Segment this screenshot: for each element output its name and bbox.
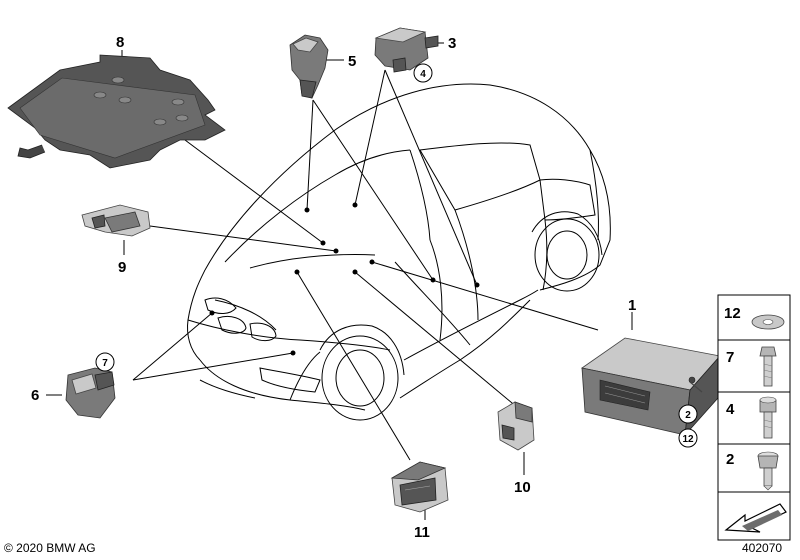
- circled-references: 4 7 2 12: [95, 63, 698, 448]
- panel-label-12: 12: [724, 305, 741, 322]
- part-6-sensor: [65, 367, 116, 419]
- panel-label-7: 7: [726, 349, 734, 366]
- part-5-crash-sensor: [289, 34, 329, 99]
- panel-label-4: 4: [726, 401, 735, 418]
- callout-9: 9: [118, 259, 126, 276]
- circled-ref-12: 12: [682, 434, 694, 445]
- part-3-sensor: [374, 27, 439, 73]
- copyright: © 2020 BMW AG: [4, 541, 96, 555]
- part-8-seat-mat: [7, 54, 226, 169]
- part-11-sensor: [390, 461, 449, 513]
- panel-label-2: 2: [726, 451, 734, 468]
- callout-6: 6: [31, 387, 39, 404]
- bolt-icon: [759, 396, 777, 439]
- part-9-sensor: [81, 204, 151, 237]
- callout-5: 5: [348, 53, 356, 70]
- circled-ref-7: 7: [102, 358, 108, 369]
- attachment-dots: [209, 202, 480, 356]
- callout-11: 11: [414, 524, 430, 541]
- hardware-panel: 12 7 4 2: [717, 294, 791, 541]
- callout-3: 3: [448, 35, 456, 52]
- part-10-sensor: [497, 401, 535, 451]
- diagram-number: 402070: [742, 541, 783, 555]
- callout-labels: 8 5 3 9 1 6 10 11: [31, 34, 636, 541]
- leader-lines: [46, 42, 689, 520]
- screw-icon: [757, 451, 779, 491]
- bolt-icon: [759, 346, 777, 387]
- car-outline: [187, 83, 611, 421]
- circled-ref-2: 2: [685, 410, 691, 421]
- washer-icon: [751, 314, 785, 330]
- arrow-icon: [724, 503, 787, 533]
- callout-8: 8: [116, 34, 124, 51]
- callout-1: 1: [628, 297, 636, 314]
- circled-ref-4: 4: [420, 69, 426, 80]
- part-1-control-unit: [581, 337, 721, 437]
- callout-10: 10: [514, 479, 531, 496]
